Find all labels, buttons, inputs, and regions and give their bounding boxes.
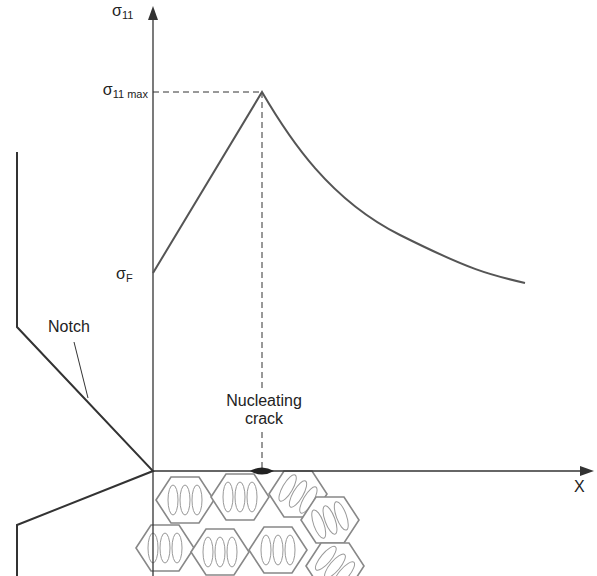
- lath: [180, 485, 190, 515]
- notch-label: Notch: [48, 318, 90, 336]
- stress-curve: [153, 92, 525, 283]
- lath: [285, 535, 295, 565]
- grain: [306, 543, 364, 576]
- lath: [261, 535, 271, 565]
- grain: [156, 477, 214, 523]
- lath: [320, 504, 340, 536]
- lath: [235, 482, 245, 512]
- lath: [215, 537, 225, 567]
- grain: [249, 527, 307, 573]
- x-axis: [153, 470, 586, 471]
- lath: [223, 482, 233, 512]
- lath: [273, 535, 283, 565]
- grain: [211, 474, 269, 520]
- lath: [172, 533, 182, 563]
- lath: [331, 559, 358, 576]
- grain-structure: [136, 471, 364, 576]
- stress-axis: [152, 12, 153, 576]
- crack-label: Nucleating crack: [210, 392, 318, 429]
- lath: [227, 537, 237, 567]
- grain: [191, 529, 249, 575]
- notch-outline: [17, 152, 153, 576]
- lath: [247, 482, 257, 512]
- lath: [322, 551, 349, 576]
- axis-arrowhead: [148, 6, 158, 20]
- crack-symbol: [250, 468, 274, 475]
- axis-label: X: [574, 478, 585, 496]
- leader-line: [74, 342, 88, 398]
- lath: [331, 500, 351, 532]
- lath: [309, 508, 329, 540]
- max-stress-label: σ11 max: [103, 81, 148, 101]
- grain: [136, 525, 194, 571]
- axis-arrowhead: [580, 466, 594, 476]
- max-guide-line: [153, 92, 262, 93]
- stress-label: σF: [116, 265, 133, 285]
- lath: [192, 485, 202, 515]
- grain: [301, 497, 359, 543]
- axis-label: σ11: [112, 2, 133, 22]
- lath: [203, 537, 213, 567]
- lath: [168, 485, 178, 515]
- lath: [160, 533, 170, 563]
